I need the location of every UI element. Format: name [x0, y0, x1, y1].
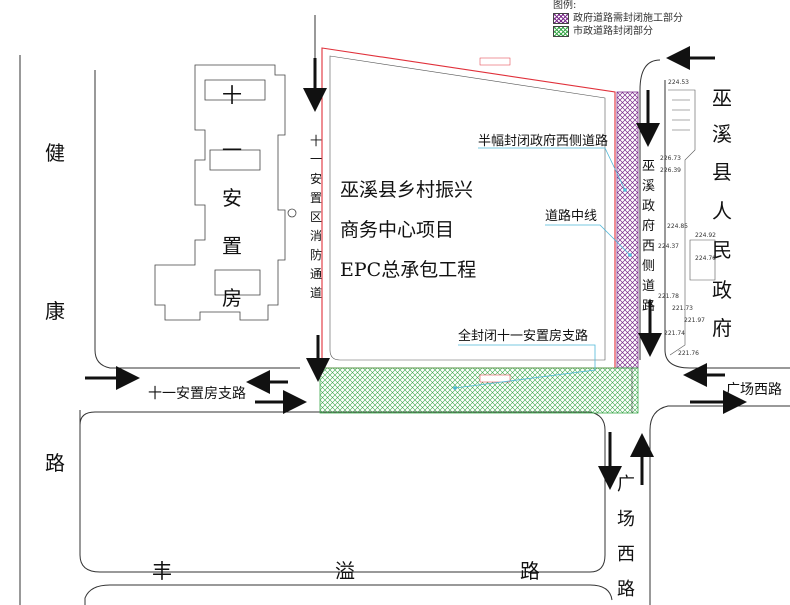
svg-text:224.37: 224.37	[658, 243, 679, 250]
svg-text:民: 民	[712, 238, 732, 262]
svg-text:西: 西	[617, 544, 635, 565]
municipal-road-closure	[319, 367, 639, 414]
building-label-3: 安	[222, 186, 242, 210]
purple-hatch-swatch-icon	[553, 13, 569, 24]
svg-text:溪: 溪	[712, 122, 732, 146]
leader-lines	[454, 147, 631, 389]
svg-text:十: 十	[310, 134, 322, 148]
svg-text:通: 通	[310, 267, 322, 281]
legend-label-gov: 政府道路需封闭施工部分	[573, 12, 683, 24]
svg-text:消: 消	[310, 229, 322, 243]
svg-text:221.76: 221.76	[678, 350, 699, 357]
project-site-boundary	[321, 47, 616, 369]
svg-text:政: 政	[642, 199, 655, 214]
svg-text:224.85: 224.85	[667, 223, 688, 230]
building-label-1: 十	[222, 83, 242, 107]
gov-road-closure	[616, 91, 639, 369]
legend-title: 图例:	[553, 0, 577, 11]
svg-text:县: 县	[712, 160, 732, 184]
guangchang-road-label: 广场西路	[726, 382, 782, 398]
svg-text:府: 府	[712, 316, 732, 340]
building-label-4: 置	[222, 234, 242, 258]
legend: 图例: 政府道路需封闭施工部分 市政道路封闭部分	[553, 0, 683, 38]
svg-text:道: 道	[642, 279, 655, 294]
svg-text:226.73: 226.73	[660, 155, 681, 162]
west-road-label: 巫 溪 政 府 西 侧 道 路	[642, 159, 655, 314]
traffic-arrows	[85, 46, 747, 490]
svg-text:巫: 巫	[642, 159, 655, 174]
guangchang-road-vertical-label: 广 场 西 路	[617, 474, 635, 600]
project-site-inner	[329, 55, 606, 361]
road-label-jiankang-3: 路	[45, 451, 65, 475]
gov-building-label: 巫 溪 县 人 民 政 府	[712, 86, 732, 340]
svg-text:政: 政	[712, 278, 732, 302]
branch-road-label: 十一安置房支路	[148, 386, 246, 402]
road-edge-jiankang-east	[94, 70, 300, 369]
leader-dot-2	[628, 253, 632, 257]
building-shiyi-outline	[154, 64, 286, 321]
road-label-jiankang-1: 健	[45, 141, 65, 165]
svg-text:防: 防	[310, 247, 322, 262]
svg-text:221.78: 221.78	[658, 293, 679, 300]
project-title-line-3: EPC总承包工程	[340, 259, 476, 281]
building-label-2: 一	[222, 138, 242, 162]
svg-text:224.53: 224.53	[668, 79, 689, 86]
svg-text:西: 西	[642, 239, 655, 254]
svg-text:一: 一	[310, 152, 322, 166]
elevation-labels: 224.53 226.73 226.39 224.85 224.37 224.9…	[658, 79, 716, 357]
project-title-line-2: 商务中心项目	[340, 219, 454, 241]
svg-text:道: 道	[310, 286, 322, 300]
road-label-jiankang-2: 康	[45, 299, 65, 323]
leader-dot-3	[453, 386, 457, 390]
boundary-tag	[479, 57, 511, 66]
svg-text:路: 路	[642, 298, 655, 314]
gov-building-detail	[668, 89, 716, 356]
road-edge-guangchang-east	[649, 405, 790, 605]
legend-item-municipal: 市政道路封闭部分	[553, 25, 683, 38]
project-title-line-1: 巫溪县乡村振兴	[340, 179, 473, 201]
svg-text:广: 广	[617, 474, 635, 495]
road-edge-west-road	[639, 59, 661, 360]
svg-text:224.92: 224.92	[695, 232, 716, 239]
svg-text:府: 府	[642, 219, 655, 234]
building-label-5: 房	[222, 286, 242, 310]
svg-text:安: 安	[310, 171, 322, 186]
fengyi-road-label-2: 溢	[335, 559, 355, 583]
road-edge-fengyi-south	[84, 584, 613, 605]
fengyi-road-label-1: 丰	[152, 559, 172, 583]
svg-text:221.73: 221.73	[672, 305, 693, 312]
centerline-label: 道路中线	[545, 208, 597, 224]
svg-text:置: 置	[310, 191, 322, 205]
closure-tag	[479, 374, 511, 383]
block-south	[79, 410, 606, 573]
svg-text:溪: 溪	[642, 179, 655, 194]
svg-text:巫: 巫	[712, 86, 732, 110]
svg-text:场: 场	[617, 509, 635, 530]
full-closed-label: 全封闭十一安置房支路	[458, 328, 588, 344]
green-hatch-swatch-icon	[553, 26, 569, 37]
fengyi-road-label-3: 路	[520, 559, 540, 583]
svg-text:221.97: 221.97	[684, 317, 705, 324]
leader-dot-1	[623, 188, 627, 192]
fire-lane-label: 十 一 安 置 区 消 防 通 道	[310, 134, 322, 300]
svg-text:人: 人	[712, 199, 732, 223]
svg-text:路: 路	[617, 579, 635, 600]
legend-label-municipal: 市政道路封闭部分	[573, 25, 653, 37]
svg-text:224.76: 224.76	[695, 255, 716, 262]
half-closed-label: 半幅封闭政府西侧道路	[478, 133, 608, 149]
svg-text:侧: 侧	[642, 259, 655, 274]
svg-text:226.39: 226.39	[660, 167, 681, 174]
svg-text:区: 区	[310, 210, 322, 224]
legend-item-gov: 政府道路需封闭施工部分	[553, 12, 683, 25]
utility-circle	[287, 208, 297, 218]
svg-text:221.74: 221.74	[664, 330, 685, 337]
